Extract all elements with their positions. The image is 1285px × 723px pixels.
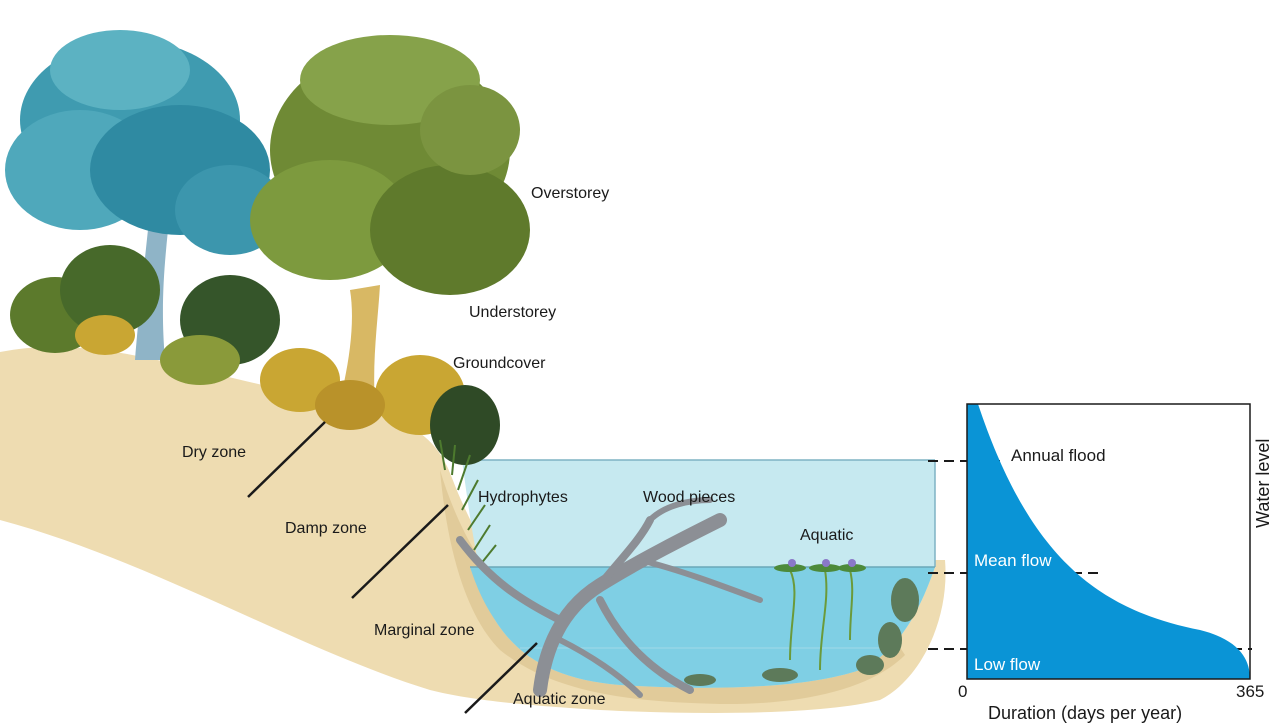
wood-pieces-label: Wood pieces (643, 490, 735, 506)
dry-zone-label: Dry zone (182, 445, 246, 461)
understorey-label: Understorey (469, 305, 556, 321)
low-flow-label: Low flow (974, 656, 1040, 673)
y-axis-title: Water level (1254, 348, 1272, 528)
damp-zone-label: Damp zone (285, 521, 367, 537)
marginal-zone-label: Marginal zone (374, 623, 475, 639)
hydrophytes-label: Hydrophytes (478, 490, 568, 506)
x-tick-365: 365 (1236, 683, 1264, 700)
aquatic-label: Aquatic (800, 528, 853, 544)
x-axis-title: Duration (days per year) (988, 704, 1182, 722)
overstorey-label: Overstorey (531, 186, 609, 202)
mean-flow-label: Mean flow (974, 552, 1051, 569)
groundcover-label: Groundcover (453, 356, 546, 372)
annual-flood-label: Annual flood (1011, 447, 1106, 464)
flow-duration-chart (967, 404, 1250, 679)
x-tick-0: 0 (958, 683, 967, 700)
flow-area (967, 404, 1250, 679)
aquatic-zone-label: Aquatic zone (513, 692, 606, 708)
